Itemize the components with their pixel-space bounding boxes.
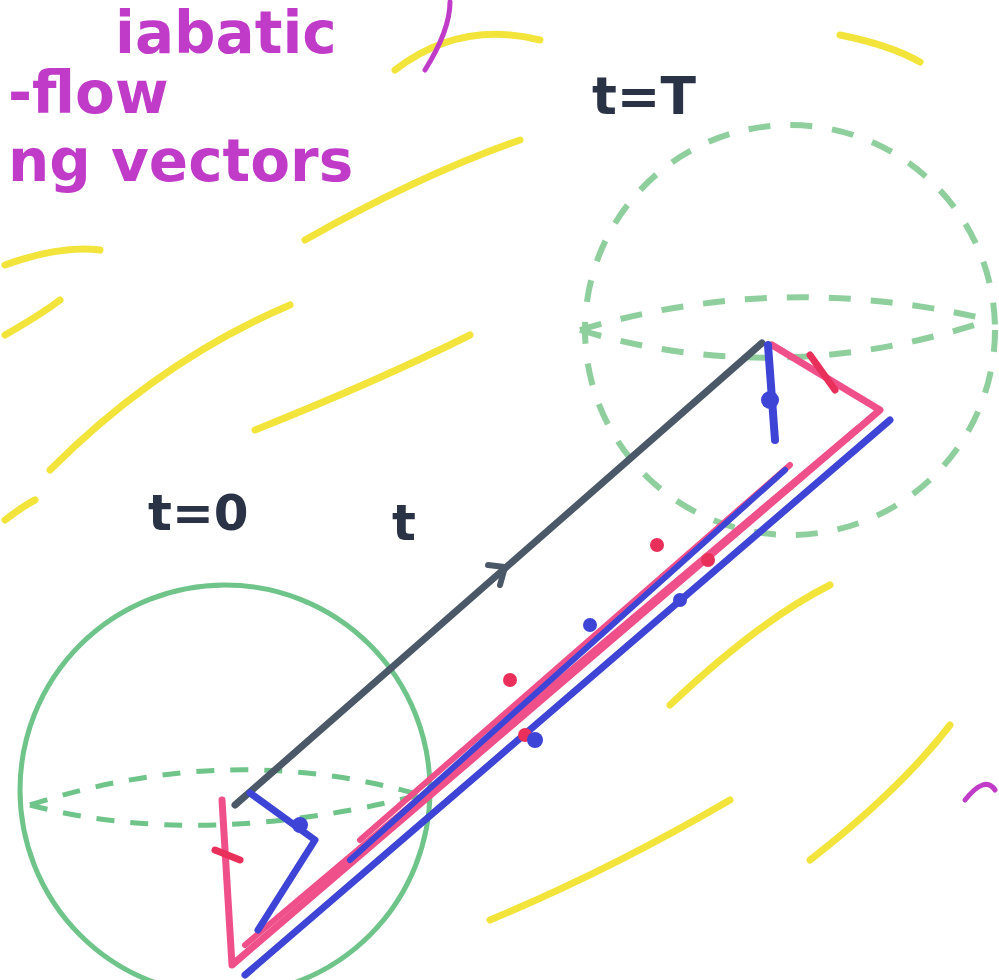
time-label: t [392,498,416,548]
title-fragment: -flow [8,64,169,122]
time-label: t=T [592,70,696,122]
streamlines [5,34,950,920]
title-fragment: iabatic [115,4,337,62]
sphere-start [20,585,430,980]
tangent-vectors [215,345,890,975]
time-label: t=0 [148,488,249,538]
title-fragment: ng vectors [8,132,353,190]
sphere-end [580,125,995,535]
